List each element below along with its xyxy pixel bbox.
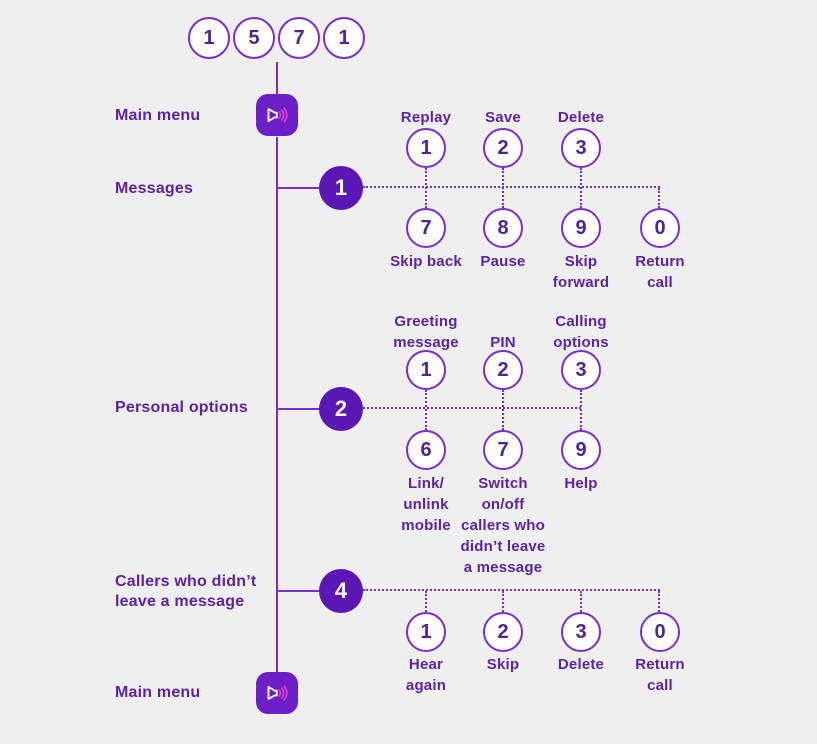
- key-label-return-call: Return call: [635, 253, 685, 291]
- key-switch-callers: 7: [483, 430, 523, 470]
- personal-dotted-line: [363, 407, 581, 409]
- key-delete: 3: [561, 128, 601, 168]
- key-label-help: Help: [564, 475, 598, 492]
- key-label-delete: Delete: [557, 109, 605, 126]
- messages-end-drop: [658, 188, 660, 208]
- key-calling-options: 3: [561, 350, 601, 390]
- main-menu-label-top: Main menu: [115, 107, 201, 124]
- main-menu-speaker-icon-bottom: [256, 672, 298, 714]
- messages-label: Messages: [115, 180, 194, 197]
- key-label-save: Save: [485, 109, 521, 126]
- section-node-callers: 4: [319, 569, 363, 613]
- key-label-skip-back: Skip back: [390, 253, 462, 270]
- key-label-greeting-message: Greeting message: [393, 313, 459, 351]
- key-return-call-caller: 0: [640, 612, 680, 652]
- main-menu-label-bottom: Main menu: [115, 684, 201, 701]
- dial-digit-1: 1: [188, 17, 230, 59]
- key-label-switch-callers: Switch on/off callers who didn’t leave a…: [460, 475, 546, 576]
- key-hear-again: 1: [406, 612, 446, 652]
- dial-digit-2: 5: [233, 17, 275, 59]
- messages-connector-1: [425, 168, 427, 208]
- key-label-calling-options: Calling options: [553, 313, 609, 351]
- trunk-line-top: [276, 62, 278, 94]
- key-label-skip: Skip: [486, 656, 520, 673]
- key-delete-caller: 3: [561, 612, 601, 652]
- key-skip-forward: 9: [561, 208, 601, 248]
- branch-stub-personal: [277, 408, 323, 410]
- section-node-messages: 1: [319, 166, 363, 210]
- key-pin: 2: [483, 350, 523, 390]
- messages-connector-3: [580, 168, 582, 208]
- callers-no-message-label: Callers who didn’t leave a message: [115, 573, 257, 610]
- personal-options-label: Personal options: [115, 399, 248, 416]
- section-node-personal: 2: [319, 387, 363, 431]
- dial-digit-4: 1: [323, 17, 365, 59]
- main-menu-speaker-icon-top: [256, 94, 298, 136]
- key-label-delete-caller: Delete: [557, 656, 605, 673]
- key-return-call: 0: [640, 208, 680, 248]
- personal-connector-2: [502, 390, 504, 430]
- key-label-replay: Replay: [400, 109, 452, 126]
- branch-stub-callers: [277, 590, 323, 592]
- messages-connector-2: [502, 168, 504, 208]
- key-link-unlink-mobile: 6: [406, 430, 446, 470]
- callers-dotted-line: [363, 589, 660, 591]
- personal-connector-1: [425, 390, 427, 430]
- callers-connector-1: [425, 591, 427, 612]
- callers-connector-3: [580, 591, 582, 612]
- key-label-hear-again: Hear again: [405, 656, 447, 694]
- key-label-pin: PIN: [490, 334, 516, 351]
- branch-stub-messages: [277, 187, 323, 189]
- speaker-icon: [267, 685, 288, 701]
- key-label-return-call-caller: Return call: [635, 656, 685, 694]
- key-replay: 1: [406, 128, 446, 168]
- callers-end-drop: [658, 591, 660, 612]
- key-label-pause: Pause: [480, 253, 526, 270]
- key-save: 2: [483, 128, 523, 168]
- callers-connector-2: [502, 591, 504, 612]
- trunk-line-main: [276, 137, 278, 672]
- personal-connector-3: [580, 390, 582, 430]
- speaker-icon: [267, 107, 288, 123]
- key-greeting-message: 1: [406, 350, 446, 390]
- dial-digit-3: 7: [278, 17, 320, 59]
- key-label-skip-forward: Skip forward: [552, 253, 610, 291]
- key-help: 9: [561, 430, 601, 470]
- messages-dotted-line: [363, 186, 660, 188]
- key-pause: 8: [483, 208, 523, 248]
- key-label-link-unlink-mobile: Link/ unlink mobile: [401, 475, 451, 534]
- key-skip-back: 7: [406, 208, 446, 248]
- key-skip: 2: [483, 612, 523, 652]
